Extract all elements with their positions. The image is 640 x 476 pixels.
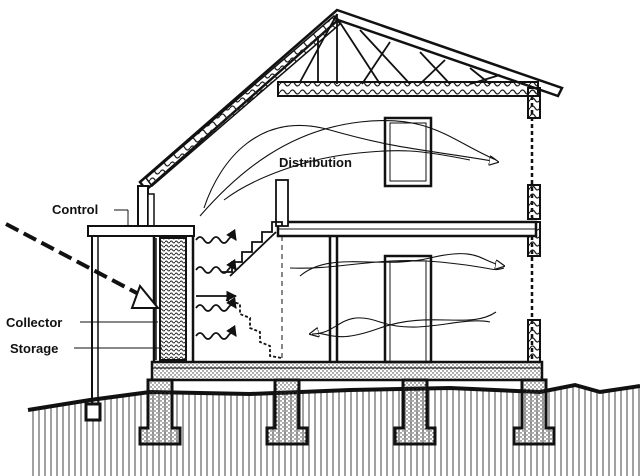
ground xyxy=(27,382,640,476)
interior-column xyxy=(281,236,339,362)
storage-wall xyxy=(159,237,187,361)
distribution-label: Distribution xyxy=(279,155,352,170)
distribution-airflow-icons xyxy=(199,120,504,337)
second-floor xyxy=(276,220,538,238)
storage-airflow-icons xyxy=(195,228,238,340)
collector-label: Collector xyxy=(6,315,63,330)
control-label: Control xyxy=(52,202,99,217)
stair xyxy=(222,179,289,359)
storage-label: Storage xyxy=(10,341,59,356)
sun-ray-icon xyxy=(5,222,161,309)
left-wall xyxy=(87,185,195,404)
leader-lines xyxy=(74,209,162,349)
lower-door xyxy=(383,254,433,364)
floor-beam xyxy=(150,360,544,382)
footings xyxy=(84,378,556,446)
